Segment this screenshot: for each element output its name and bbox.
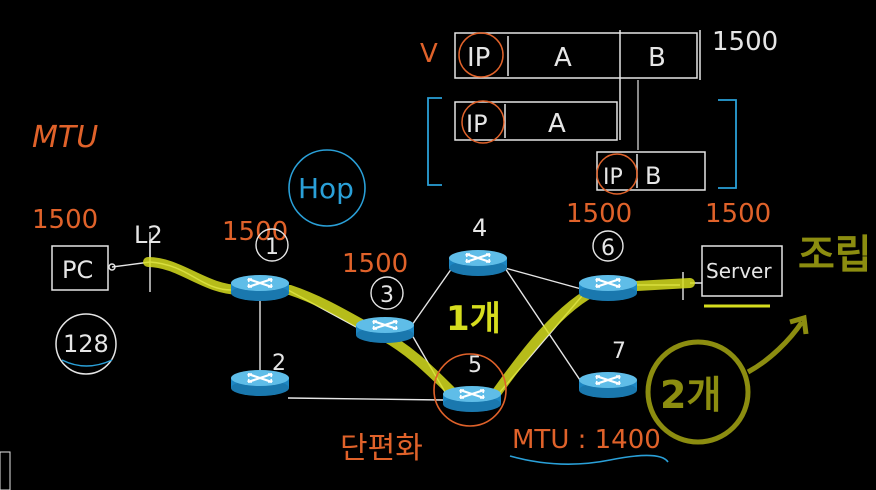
reassembly-arrow [746, 314, 809, 375]
router-1[interactable] [229, 273, 291, 303]
router-icon [354, 315, 416, 345]
reassembly-label: 조립 [798, 232, 872, 278]
router-1-number: 1 [265, 235, 279, 260]
pc-label: PC [62, 256, 93, 284]
mtu-label-server: 1500 [705, 199, 771, 229]
mtu-1400-underline [509, 454, 669, 465]
router-icon [577, 370, 639, 400]
fragment-count-2: 2개 [660, 373, 721, 417]
router-3-number-circle [370, 276, 404, 310]
mtu-label-router3: 1500 [342, 249, 408, 279]
fragment-2-ip-circle [596, 153, 638, 195]
ttl-label: 128 [63, 330, 109, 358]
router-7-number: 7 [612, 339, 626, 364]
original-ip-header: IP [467, 43, 490, 73]
router-5[interactable] [441, 384, 503, 414]
router-icon [577, 273, 639, 303]
server-label: Server [706, 259, 772, 283]
fragmentation-label: 단편화 [340, 431, 423, 466]
original-segment-a: A [554, 43, 572, 73]
router-6[interactable] [577, 273, 639, 303]
fragment-1-ip-circle [461, 100, 505, 144]
ttl-circle [55, 313, 117, 375]
router-4[interactable] [447, 248, 509, 278]
mtu-1400-label: MTU : 1400 [512, 425, 661, 455]
fragment-2-ip: IP [603, 165, 623, 190]
fragment-1-box [454, 101, 618, 141]
router-4-number: 4 [472, 214, 487, 242]
router-5-number: 5 [468, 353, 482, 378]
link-l2-label: L2 [134, 221, 163, 249]
router-5-circle [433, 353, 507, 427]
pc-box: PC [51, 245, 116, 291]
router-icon [441, 384, 503, 414]
fragment-count-2-circle [645, 339, 751, 445]
original-marker: V [420, 39, 438, 69]
hop-label: Hop [298, 172, 354, 205]
server-box: Server [701, 245, 783, 297]
fragments-bracket-left [427, 97, 442, 186]
fragment-1-ip: IP [466, 110, 488, 138]
router-2-number: 2 [272, 351, 286, 376]
hop-circle [288, 149, 366, 227]
router-3-number: 3 [380, 283, 394, 308]
mtu-label-pc: 1500 [32, 205, 98, 235]
router-7[interactable] [577, 370, 639, 400]
router-6-number: 6 [601, 236, 615, 261]
original-packet [454, 30, 701, 140]
original-segment-b: B [648, 43, 666, 73]
mtu-label-router6: 1500 [566, 199, 632, 229]
router-icon [229, 273, 291, 303]
original-ip-circle [458, 32, 504, 78]
fragment-count-1: 1개 [446, 299, 501, 339]
corner-box [0, 451, 11, 490]
original-size: 1500 [712, 27, 778, 57]
fragments-bracket-right [718, 99, 737, 189]
router-3[interactable] [354, 315, 416, 345]
router-icon [447, 248, 509, 278]
mtu-label-router1: 1500 [222, 217, 288, 247]
router-6-number-circle [592, 230, 624, 262]
fragment-1-segment: A [548, 109, 566, 139]
router-1-number-circle [255, 228, 289, 262]
mtu-title: MTU [32, 120, 98, 155]
fragment-2-segment: B [645, 162, 661, 190]
